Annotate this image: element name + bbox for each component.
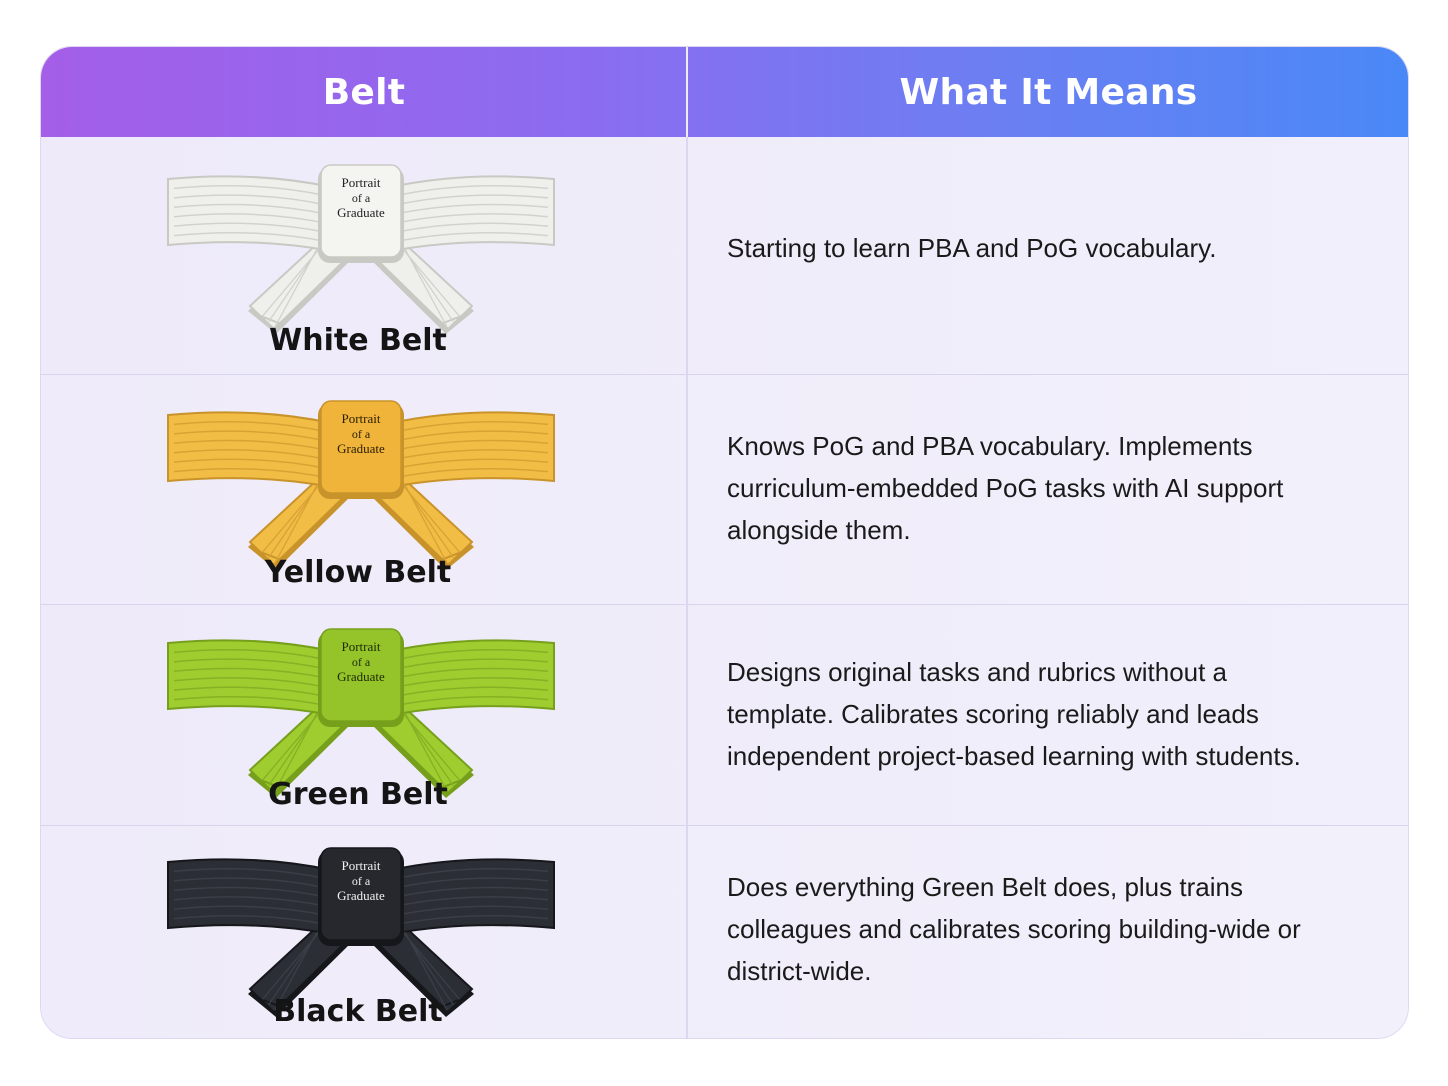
meaning-text: Does everything Green Belt does, plus tr… bbox=[727, 872, 1301, 986]
header-divider bbox=[686, 47, 688, 137]
badge-text: Graduate bbox=[337, 441, 385, 456]
badge-text: Graduate bbox=[337, 669, 385, 684]
badge-text: Graduate bbox=[337, 205, 385, 220]
badge-text: Portrait bbox=[342, 175, 381, 190]
badge-text: Portrait bbox=[342, 411, 381, 426]
badge-text: of a bbox=[352, 874, 371, 888]
badge-text: Portrait bbox=[342, 858, 381, 873]
belt-name: White Belt bbox=[269, 323, 447, 358]
table-header-row: Belt What It Means bbox=[41, 47, 1408, 137]
meaning-text: Knows PoG and PBA vocabulary. Implements… bbox=[727, 431, 1284, 545]
badge-text: of a bbox=[352, 427, 371, 441]
meaning-text: Designs original tasks and rubrics witho… bbox=[727, 657, 1301, 771]
belt-name: Yellow Belt bbox=[264, 555, 452, 590]
badge-text: of a bbox=[352, 655, 371, 669]
belt-name: Green Belt bbox=[268, 777, 448, 812]
header-belt: Belt bbox=[322, 71, 406, 113]
header-what-it-means: What It Means bbox=[899, 71, 1198, 113]
column-divider bbox=[686, 47, 688, 1038]
badge-text: Graduate bbox=[337, 888, 385, 903]
badge-text: of a bbox=[352, 191, 371, 205]
belt-name: Black Belt bbox=[273, 994, 443, 1029]
badge-text: Portrait bbox=[342, 639, 381, 654]
meaning-text: Starting to learn PBA and PoG vocabulary… bbox=[727, 233, 1217, 263]
